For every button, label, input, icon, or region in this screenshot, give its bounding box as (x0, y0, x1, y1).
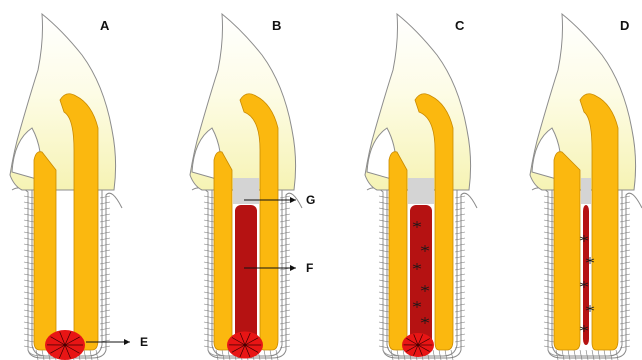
panel-label-d: D (620, 18, 629, 33)
callout-f-label: F (306, 261, 313, 275)
tooth-panel-a: A (10, 14, 122, 360)
dentin-wall-left (214, 152, 232, 350)
dentin-wall-left (554, 152, 580, 350)
tooth-panel-d: D (530, 14, 642, 360)
coronal-seal-plug (408, 178, 434, 204)
callout-f-arrowhead (290, 265, 296, 271)
dentin-wall-left (34, 152, 56, 350)
callout-e-label: E (140, 335, 148, 349)
blood-clot-scaffold (583, 205, 589, 345)
panel-label-a: A (100, 18, 110, 33)
tooth-panel-c: C (365, 14, 477, 360)
callout-g-label: G (306, 193, 315, 207)
panel-label-b: B (272, 18, 281, 33)
callout-e-arrowhead (124, 339, 130, 345)
callout-g-arrowhead (290, 197, 296, 203)
dentin-wall-left (389, 152, 407, 350)
panel-label-c: C (455, 18, 465, 33)
tooth-panel-b: B (190, 14, 302, 360)
blood-clot-scaffold (235, 205, 257, 345)
coronal-seal-plug (581, 178, 591, 204)
tooth-outline (10, 14, 122, 358)
